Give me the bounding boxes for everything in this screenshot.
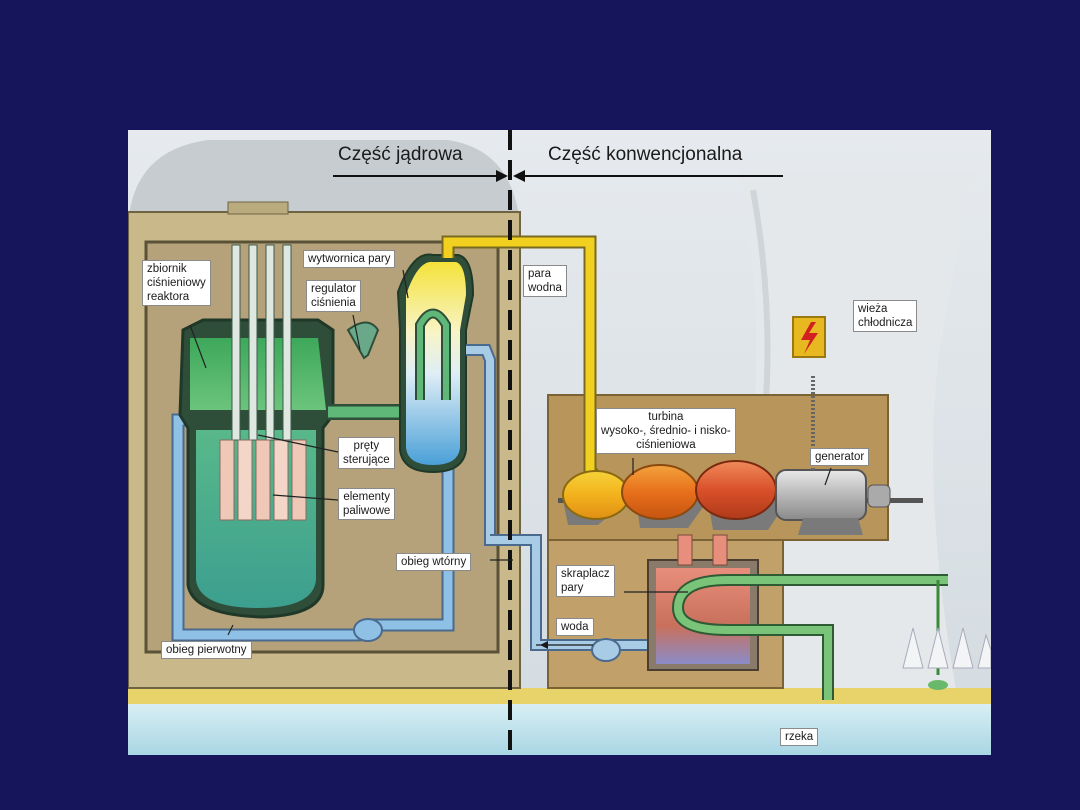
high-voltage-icon <box>792 316 826 358</box>
label-steam-water: para wodna <box>523 265 567 297</box>
npp-diagram: Część jądrowa Część konwencjonalna zbior… <box>127 130 992 755</box>
ground-strip <box>128 688 991 704</box>
label-control-rods: pręty sterujące <box>338 437 395 469</box>
label-generator: generator <box>810 448 870 466</box>
label-pressure-regulator: regulator ciśnienia <box>306 280 362 312</box>
label-water: woda <box>556 618 594 636</box>
label-cooling-tower: wieża chłodnicza <box>853 300 918 332</box>
feedwater-pump <box>591 638 621 662</box>
cooling-water-pipe <box>673 576 948 700</box>
label-turbine: turbina wysoko-, średnio- i nisko- ciśni… <box>596 408 736 454</box>
hp-turbine <box>562 470 630 520</box>
label-fuel-elements: elementy paliwowe <box>338 488 396 520</box>
lp-turbine <box>695 460 777 520</box>
generator-body <box>775 469 867 521</box>
primary-pump <box>353 618 383 642</box>
label-river: rzeka <box>780 728 819 746</box>
control-rods <box>231 244 292 441</box>
pressure-regulator <box>346 321 380 360</box>
label-condenser: skraplacz pary <box>556 565 615 597</box>
label-secondary-loop: obieg wtórny <box>396 553 472 571</box>
nuclear-part-title: Część jądrowa <box>338 144 463 165</box>
npp-schematic <box>127 130 992 755</box>
river <box>128 704 991 755</box>
label-primary-loop: obieg pierwotny <box>161 641 252 659</box>
label-pressure-vessel: zbiornik ciśnieniowy reaktora <box>142 260 211 306</box>
conventional-part-title: Część konwencjonalna <box>548 144 743 165</box>
fuel-elements <box>219 439 307 521</box>
containment-dome <box>128 140 520 225</box>
label-steam-generator: wytwornica pary <box>303 250 396 268</box>
